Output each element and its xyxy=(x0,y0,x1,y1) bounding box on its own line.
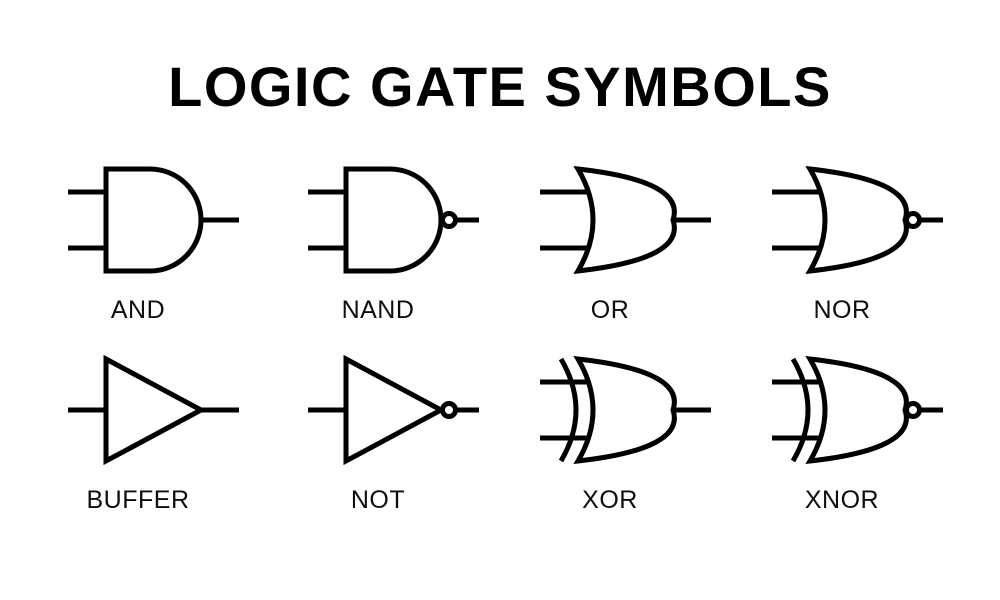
gate-body-outline xyxy=(103,354,207,466)
gate-label-xor: XOR xyxy=(582,486,638,514)
inversion-bubble-icon xyxy=(904,211,922,229)
gate-cell-nor[interactable]: NOR xyxy=(722,158,962,358)
gate-symbol-xor xyxy=(490,348,730,488)
gate-symbol-nand xyxy=(258,158,498,298)
gate-symbol-not xyxy=(258,348,498,488)
gate-label-and: AND xyxy=(110,296,166,324)
gate-label-xnor: XNOR xyxy=(804,486,880,514)
gate-label-or: OR xyxy=(590,296,630,324)
gate-symbol-buffer xyxy=(18,348,258,488)
gate-symbol-or xyxy=(490,158,730,298)
exclusive-arc xyxy=(790,357,811,463)
gate-body-outline xyxy=(343,166,444,274)
gate-cell-buffer[interactable]: BUFFER xyxy=(18,348,258,548)
gate-body-outline xyxy=(573,165,677,275)
gate-cell-nand[interactable]: NAND xyxy=(258,158,498,358)
gate-body-outline xyxy=(805,355,909,465)
gate-symbol-nor xyxy=(722,158,962,298)
gate-symbol-and xyxy=(18,158,258,298)
inversion-bubble-icon xyxy=(904,401,922,419)
page-title: LOGIC GATE SYMBOLS xyxy=(168,55,832,118)
inversion-bubble-icon xyxy=(440,211,458,229)
gate-cell-xor[interactable]: XOR xyxy=(490,348,730,548)
gate-label-nand: NAND xyxy=(341,296,415,324)
gate-body-outline xyxy=(343,354,447,466)
exclusive-arc xyxy=(558,357,579,463)
gate-cell-not[interactable]: NOT xyxy=(258,348,498,548)
gate-cell-and[interactable]: AND xyxy=(18,158,258,358)
gate-label-not: NOT xyxy=(350,486,406,514)
gate-body-outline xyxy=(805,165,909,275)
gate-cell-xnor[interactable]: XNOR xyxy=(722,348,962,548)
gate-cell-or[interactable]: OR xyxy=(490,158,730,358)
gate-body-outline xyxy=(103,166,204,274)
gate-body-outline xyxy=(573,355,677,465)
gate-label-nor: NOR xyxy=(813,296,871,324)
gate-label-buffer: BUFFER xyxy=(86,486,190,514)
gate-symbol-xnor xyxy=(722,348,962,488)
inversion-bubble-icon xyxy=(440,401,458,419)
